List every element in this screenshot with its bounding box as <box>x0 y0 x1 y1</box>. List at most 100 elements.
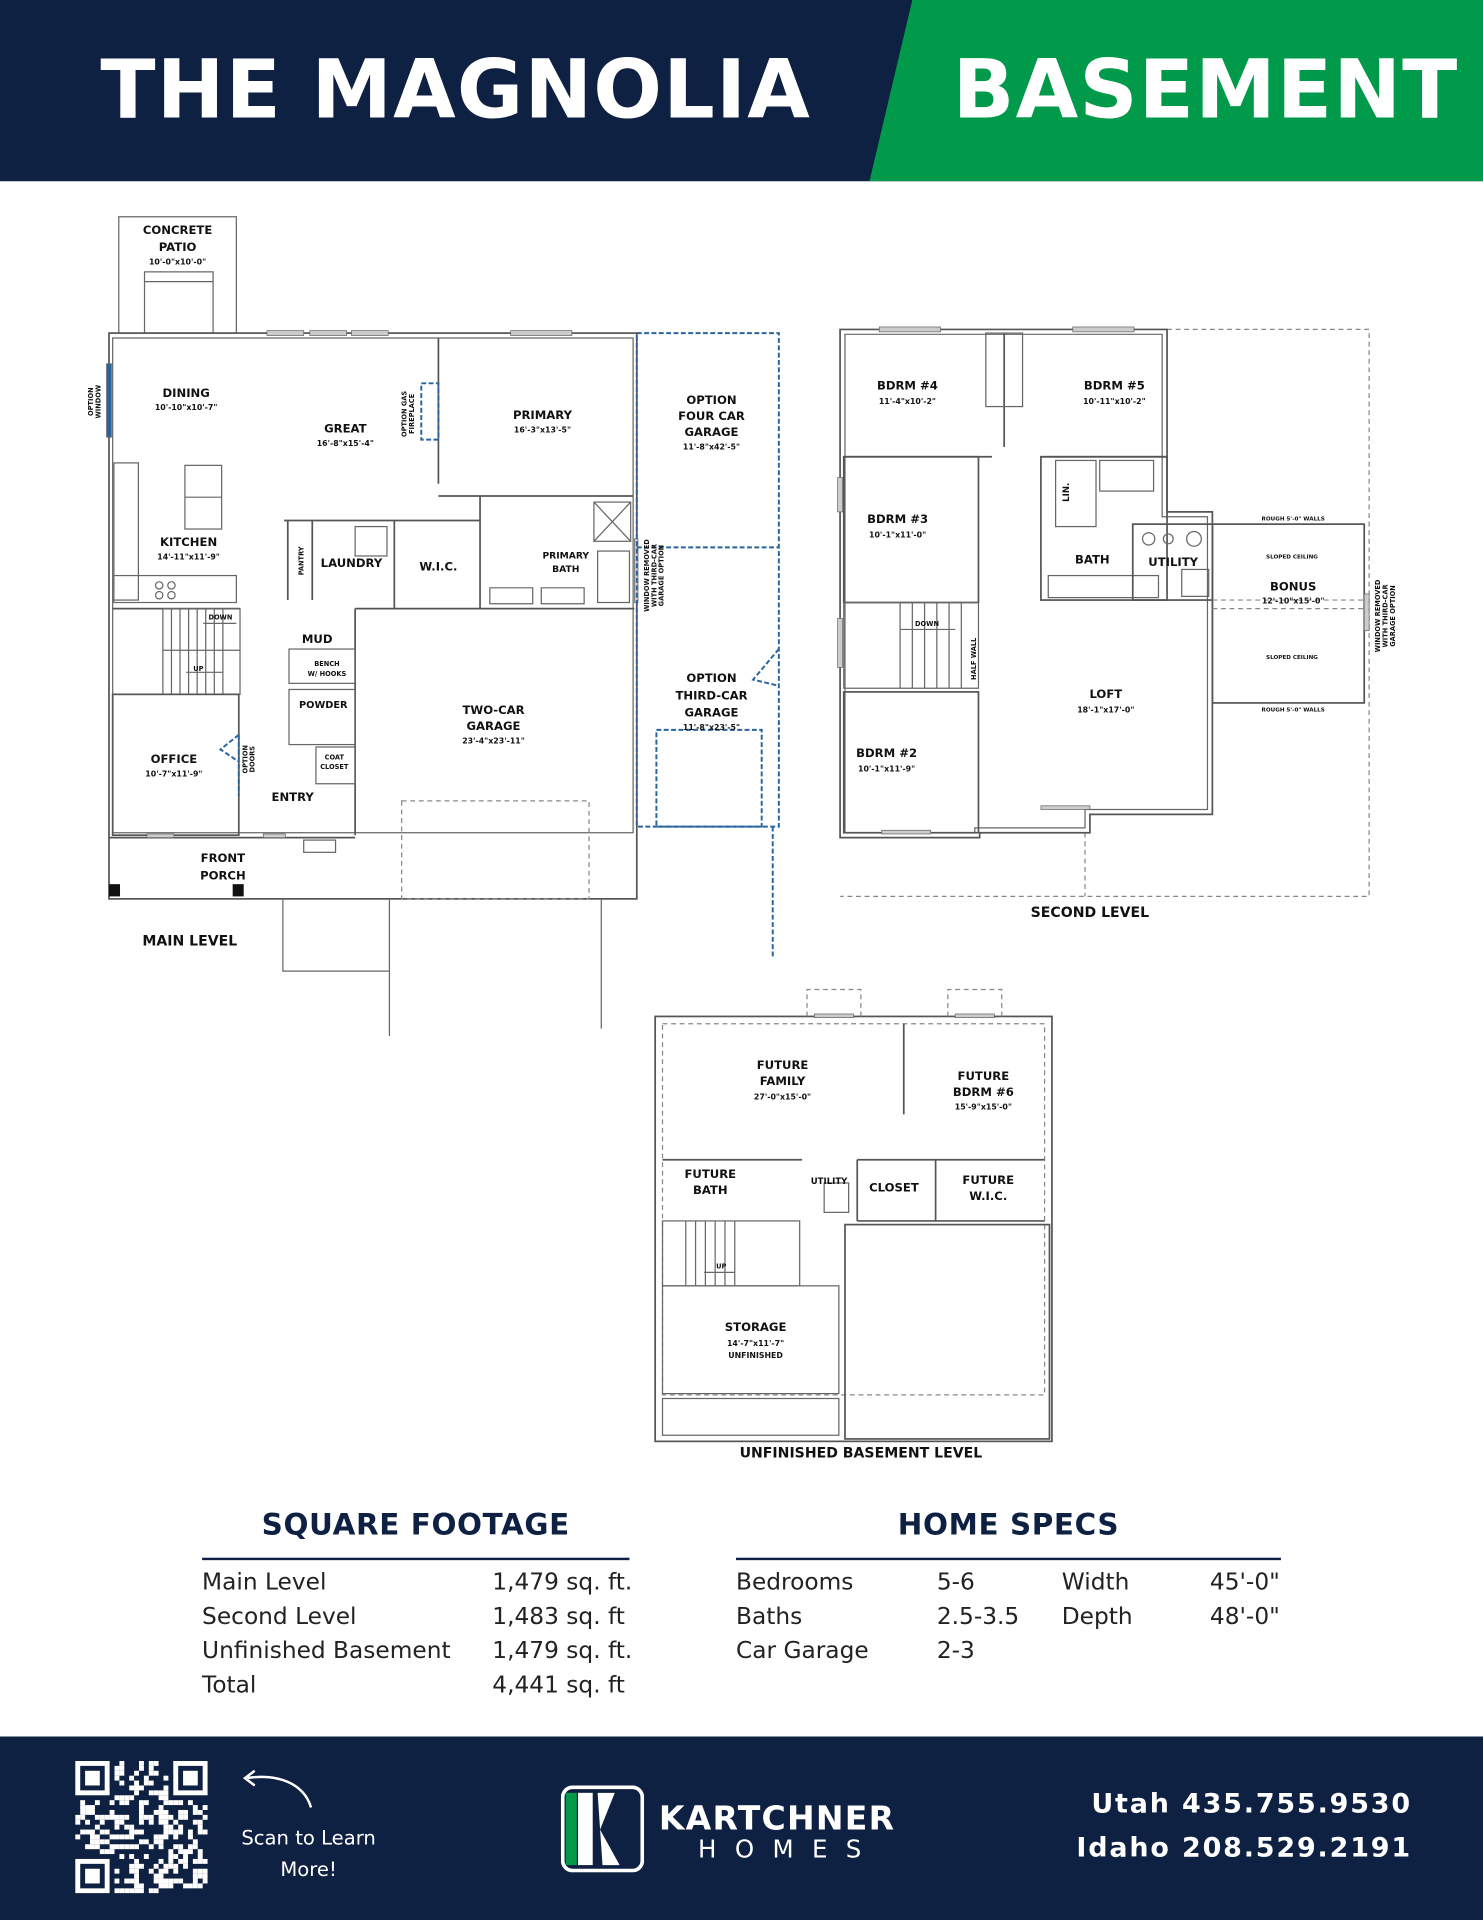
qr-module <box>90 1839 95 1845</box>
spec-label: Depth <box>1061 1603 1133 1630</box>
qr-module <box>119 1765 125 1771</box>
scan-line: More! <box>280 1857 337 1882</box>
qr-module <box>129 1829 135 1835</box>
qr-module <box>148 1868 154 1874</box>
qr-module <box>99 1819 105 1825</box>
note: WINDOW REMOVED <box>643 539 651 612</box>
qr-module <box>85 1819 91 1825</box>
qr-module <box>85 1805 91 1810</box>
main-level-title: MAIN LEVEL <box>142 933 237 949</box>
qr-module <box>109 1809 115 1815</box>
room-name: BDRM #3 <box>867 512 928 526</box>
sqft-label: Main Level <box>202 1568 327 1596</box>
room-name: FUTURE <box>962 1173 1014 1187</box>
basement-level-title: UNFINISHED BASEMENT LEVEL <box>740 1445 983 1461</box>
qr-module <box>187 1829 193 1835</box>
qr-module <box>109 1800 115 1806</box>
qr-module <box>148 1760 154 1766</box>
qr-module <box>114 1765 120 1771</box>
qr-module <box>158 1868 164 1874</box>
room-name: BATH <box>693 1183 728 1197</box>
qr-module <box>148 1814 154 1820</box>
room-dimensions: 11'-8"x42'-5" <box>683 442 740 451</box>
room-name: STORAGE <box>725 1320 787 1334</box>
qr-module <box>85 1844 91 1850</box>
header-green-band <box>869 0 1483 182</box>
qr-module <box>168 1800 174 1806</box>
qr-module <box>168 1829 174 1835</box>
qr-module <box>183 1849 188 1855</box>
qr-module <box>183 1883 188 1889</box>
kartchner-logo-icon <box>560 1785 645 1873</box>
qr-module <box>94 1814 100 1820</box>
phone-utah[interactable]: Utah 435.755.9530 <box>1091 1789 1412 1820</box>
qr-module <box>124 1878 130 1884</box>
spec-value: 45'-0" <box>1209 1568 1280 1596</box>
qr-module <box>114 1795 120 1801</box>
room-dimensions: 15'-9"x15'-0" <box>955 1102 1012 1111</box>
qr-module <box>148 1819 154 1825</box>
phone-idaho[interactable]: Idaho 208.529.2191 <box>1076 1833 1412 1864</box>
room-name: OFFICE <box>151 752 198 766</box>
qr-module <box>197 1854 203 1859</box>
note: ROUGH 5'-0" WALLS <box>1262 516 1325 522</box>
qr-module <box>143 1800 149 1806</box>
qr-module <box>138 1863 144 1869</box>
qr-module <box>168 1824 174 1830</box>
room-name: LAUNDRY <box>321 556 383 570</box>
qr-module <box>134 1780 139 1786</box>
qr-module <box>90 1834 95 1840</box>
qr-module <box>129 1878 135 1884</box>
qr-module <box>197 1849 203 1855</box>
qr-module <box>129 1824 135 1830</box>
spec-label: Width <box>1061 1568 1130 1596</box>
note: DOORS <box>249 746 257 773</box>
qr-module <box>99 1839 105 1845</box>
spec-value: 2-3 <box>936 1637 975 1665</box>
qr-module <box>202 1878 208 1884</box>
qr-module <box>138 1814 144 1820</box>
qr-module <box>153 1863 159 1869</box>
note: HALF WALL <box>970 637 978 680</box>
qr-module <box>192 1839 198 1845</box>
room-name: CONCRETE <box>143 223 212 237</box>
qr-module <box>197 1873 203 1879</box>
room-dimensions: 10'-1"x11'-9" <box>858 765 915 774</box>
room-name: BONUS <box>1270 579 1316 593</box>
qr-module <box>148 1770 154 1776</box>
qr-module <box>187 1849 193 1855</box>
qr-module <box>119 1844 125 1850</box>
room-dimensions: 27'-0"x15'-0" <box>754 1093 811 1102</box>
qr-module <box>148 1780 154 1786</box>
qr-module <box>134 1829 139 1835</box>
qr-module <box>114 1888 120 1894</box>
room-name: BDRM #5 <box>1084 378 1145 392</box>
spec-value: 5-6 <box>936 1568 975 1596</box>
qr-module <box>163 1800 169 1806</box>
qr-module <box>138 1785 144 1791</box>
plan-variant-badge: BASEMENT <box>952 42 1459 138</box>
note: OPTION GAS <box>401 391 409 437</box>
qr-module <box>173 1829 179 1835</box>
note: WITH THIRD-CAR <box>1381 584 1389 647</box>
qr-module <box>80 1829 86 1835</box>
qr-module <box>158 1819 164 1825</box>
qr-module <box>202 1873 208 1879</box>
brand-subtitle: HOMES <box>698 1834 880 1864</box>
qr-module <box>104 1829 110 1835</box>
qr-module <box>202 1814 208 1820</box>
room-name: PATIO <box>159 240 197 254</box>
qr-code[interactable] <box>75 1760 208 1894</box>
note: CLOSET <box>320 763 349 771</box>
room-name: FUTURE <box>684 1167 736 1181</box>
room-name: THIRD-CAR <box>675 688 747 702</box>
qr-module <box>119 1795 125 1801</box>
divider <box>202 1557 630 1561</box>
qr-module <box>134 1785 139 1791</box>
qr-module <box>168 1883 174 1889</box>
qr-module <box>109 1834 115 1840</box>
qr-module <box>124 1814 130 1820</box>
sqft-value: 1,479 sq. ft. <box>492 1568 633 1596</box>
qr-module <box>129 1854 135 1859</box>
